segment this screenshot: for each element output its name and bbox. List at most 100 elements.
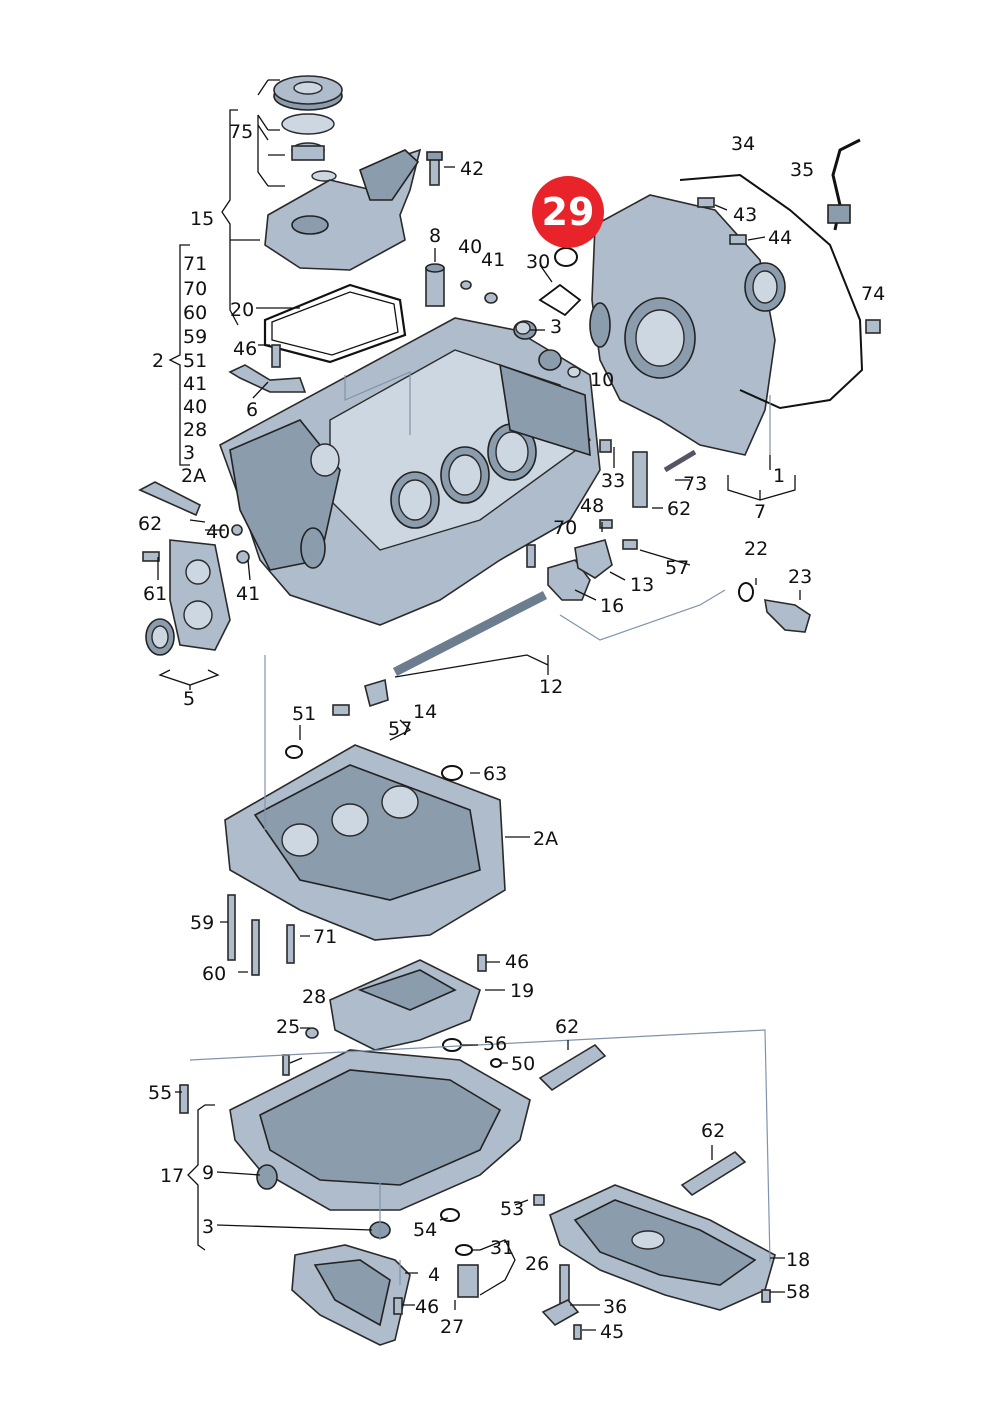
bolt-58[interactable] [761,1289,771,1303]
label-75[interactable]: 75 [229,121,253,143]
label-2A[interactable]: 2A [181,465,206,487]
label-28b[interactable]: 28 [302,986,326,1008]
label-61[interactable]: 61 [143,583,167,605]
label-13[interactable]: 13 [630,574,654,596]
label-14[interactable]: 14 [413,701,437,723]
plug-8[interactable] [425,263,445,307]
oring-54[interactable] [440,1208,460,1222]
label-10[interactable]: 10 [590,369,614,391]
label-6[interactable]: 6 [246,399,258,421]
label-62c[interactable]: 62 [555,1016,579,1038]
label-59[interactable]: 59 [183,326,207,348]
label-50[interactable]: 50 [511,1053,535,1075]
label-53[interactable]: 53 [500,1198,524,1220]
sensor-27[interactable] [457,1264,479,1298]
label-36[interactable]: 36 [603,1296,627,1318]
label-46[interactable]: 46 [233,338,257,360]
bolt-61[interactable] [142,551,160,562]
label-41b[interactable]: 41 [183,373,207,395]
label-41[interactable]: 41 [481,249,505,271]
label-4[interactable]: 4 [428,1264,440,1286]
label-5[interactable]: 5 [183,688,195,710]
bolt-45[interactable] [573,1324,582,1340]
oring-56[interactable] [442,1038,462,1052]
label-54[interactable]: 54 [413,1219,437,1241]
label-19[interactable]: 19 [510,980,534,1002]
pump-13[interactable] [574,539,613,579]
label-45[interactable]: 45 [600,1321,624,1343]
seal-14[interactable] [364,678,389,708]
gasket-20[interactable] [263,283,407,364]
pump-16[interactable] [547,559,591,601]
label-3[interactable]: 3 [183,442,195,464]
label-70b[interactable]: 70 [553,517,577,539]
bolt-46c[interactable] [393,1297,403,1315]
label-34[interactable]: 34 [731,133,755,155]
bolt-48[interactable] [599,519,613,529]
bolt-57a[interactable] [622,539,638,550]
label-62b[interactable]: 62 [138,513,162,535]
bedplate-2A[interactable] [224,744,506,941]
label-25[interactable]: 25 [276,1016,300,1038]
label-41c[interactable]: 41 [236,583,260,605]
label-2Ab[interactable]: 2A [533,828,558,850]
seal-50[interactable] [490,1058,502,1068]
label-40c[interactable]: 40 [206,521,230,543]
label-70[interactable]: 70 [183,278,207,300]
label-48[interactable]: 48 [580,495,604,517]
label-16[interactable]: 16 [600,595,624,617]
label-3b[interactable]: 3 [550,316,562,338]
dowel-40c-41c[interactable] [231,524,250,564]
label-7[interactable]: 7 [754,501,766,523]
label-62d[interactable]: 62 [701,1120,725,1142]
label-31[interactable]: 31 [490,1237,514,1259]
label-9[interactable]: 9 [202,1162,214,1184]
label-8[interactable]: 8 [429,225,441,247]
label-30[interactable]: 30 [526,251,550,273]
bolt-43[interactable] [697,197,715,208]
label-20[interactable]: 20 [230,299,254,321]
label-40[interactable]: 40 [458,236,482,258]
position-badge[interactable]: 29 [532,176,604,248]
label-60[interactable]: 60 [183,302,207,324]
label-71[interactable]: 71 [183,253,207,275]
bolt-70b[interactable] [526,544,536,568]
tube-62d[interactable] [680,1150,747,1197]
harness-35[interactable] [827,138,861,231]
label-51[interactable]: 51 [183,350,207,372]
label-33[interactable]: 33 [601,470,625,492]
label-17[interactable]: 17 [160,1165,184,1187]
cap-assembly[interactable] [273,75,343,182]
label-46c[interactable]: 46 [415,1296,439,1318]
bolt-33[interactable] [599,439,612,453]
seal-10[interactable] [538,349,581,378]
label-58[interactable]: 58 [786,1281,810,1303]
tube-62b[interactable] [138,481,202,517]
gasket-small[interactable] [538,283,582,317]
engine-block[interactable] [219,317,601,626]
label-46b[interactable]: 46 [505,951,529,973]
label-55[interactable]: 55 [148,1082,172,1104]
bolts-59-60-71[interactable] [227,894,295,976]
pipe-12[interactable] [392,590,548,677]
label-62a[interactable]: 62 [667,498,691,520]
dowel-40-41[interactable] [460,280,498,304]
label-73[interactable]: 73 [683,473,707,495]
plug-23[interactable] [764,599,811,633]
tube-62c[interactable] [538,1043,607,1092]
label-60b[interactable]: 60 [202,963,226,985]
label-1[interactable]: 1 [773,465,785,487]
rear-cover-plate[interactable] [589,194,786,456]
label-15[interactable]: 15 [190,208,214,230]
oring-31[interactable] [455,1244,473,1256]
tube-62a[interactable] [632,451,648,508]
sensor-36[interactable] [541,1264,580,1327]
bolt-44[interactable] [729,234,747,245]
label-23[interactable]: 23 [788,566,812,588]
bolt-46b[interactable] [477,954,487,972]
label-35[interactable]: 35 [790,159,814,181]
label-74[interactable]: 74 [861,283,885,305]
label-28[interactable]: 28 [183,419,207,441]
oring-63[interactable] [441,765,463,781]
label-12[interactable]: 12 [539,676,563,698]
